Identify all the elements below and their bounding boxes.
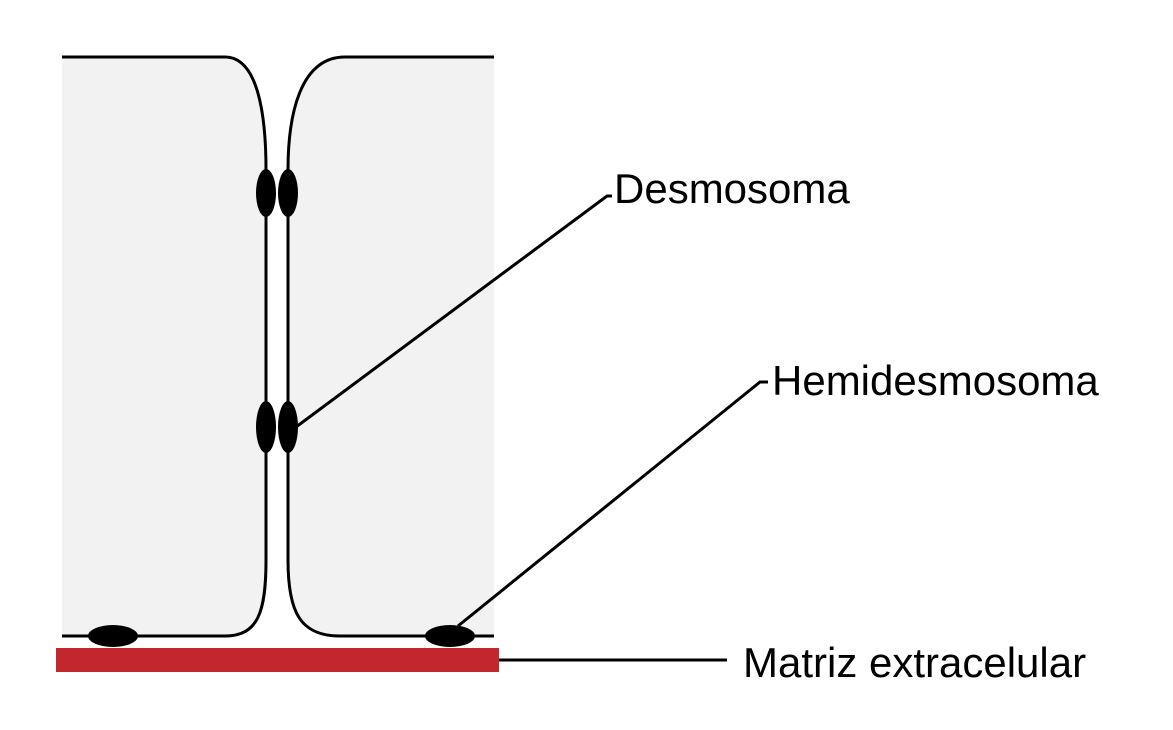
left-cell bbox=[62, 57, 266, 636]
desmosome-label: Desmosoma bbox=[614, 165, 850, 212]
right-cell bbox=[288, 57, 494, 636]
hemidesmosome-label: Hemidesmosoma bbox=[772, 357, 1099, 404]
extracellular-matrix bbox=[56, 648, 499, 672]
desmosome-upper-left bbox=[256, 169, 276, 217]
hemidesmosome-left bbox=[88, 625, 138, 647]
matrix-label: Matriz extracelular bbox=[743, 639, 1086, 686]
hemidesmosome-leader-line bbox=[458, 382, 768, 626]
cells bbox=[62, 57, 494, 636]
desmosome-upper-right bbox=[278, 169, 298, 217]
desmosome-lower-right bbox=[278, 401, 298, 453]
hemidesmosome-right bbox=[425, 625, 475, 647]
desmosome-lower-left bbox=[256, 401, 276, 453]
